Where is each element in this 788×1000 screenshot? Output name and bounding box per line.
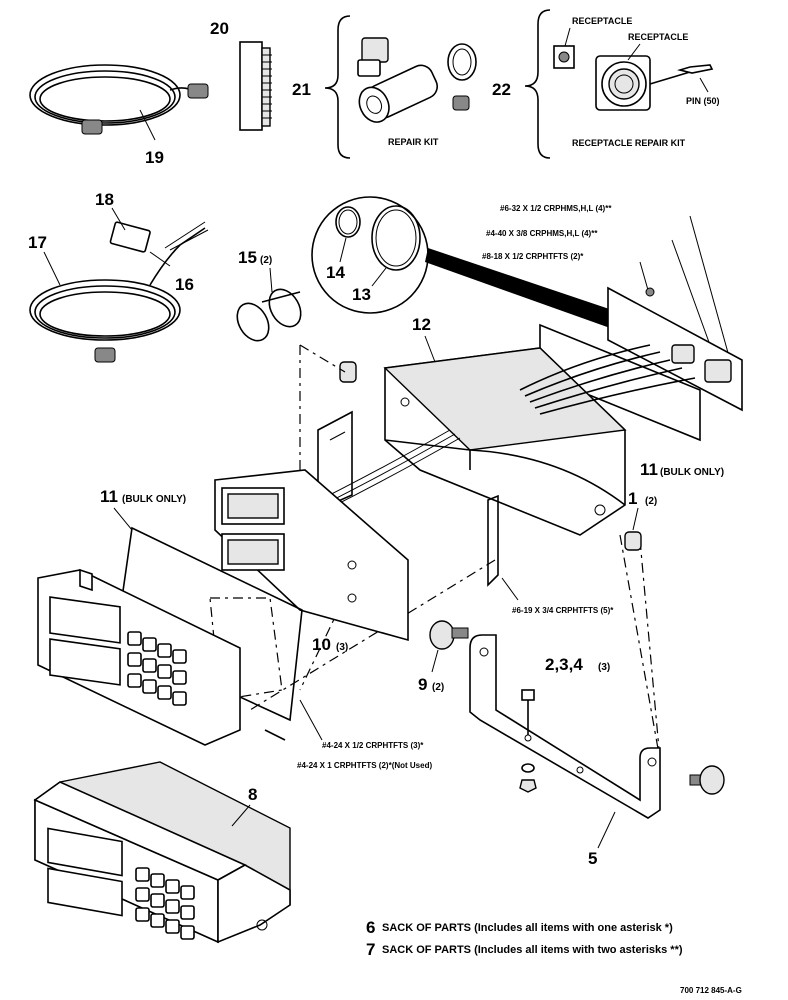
keypad-key <box>157 643 172 658</box>
note-6-text: SACK OF PARTS (Includes all items with o… <box>382 922 673 934</box>
keypad-key <box>180 885 195 900</box>
rear-panel <box>607 286 743 412</box>
receptacle-small-label: RECEPTACLE <box>572 16 632 26</box>
keypad-key <box>142 679 157 694</box>
keypad-key <box>165 899 180 914</box>
keypad-key <box>172 649 187 664</box>
callout-22: 22 <box>492 80 511 99</box>
keypad-key <box>172 691 187 706</box>
knob-9 <box>429 620 469 650</box>
callout-11-rear-qty: (BULK ONLY) <box>660 467 724 478</box>
display-board <box>209 469 409 701</box>
keypad-key <box>180 925 195 940</box>
front-keypad <box>127 631 187 706</box>
keypad-key <box>165 879 180 894</box>
hardware-label-6-19: #6-19 X 3/4 CRPHTFTS (5)* <box>512 606 614 615</box>
hardware-label-4-40: #4-40 X 3/8 CRPHMS,H,L (4)** <box>486 229 598 238</box>
keypad-key <box>157 685 172 700</box>
hardware-label-8-18: #8-18 X 1/2 CRPHTFTS (2)* <box>482 252 584 261</box>
keypad-key <box>135 887 150 902</box>
callout-2-3-4-qty: (3) <box>598 662 610 673</box>
keypad-key <box>142 658 157 673</box>
callout-15-qty: (2) <box>260 255 272 266</box>
keypad-key <box>150 873 165 888</box>
callout-11-front-qty: (BULK ONLY) <box>122 494 186 505</box>
receptacle-parts <box>553 27 714 111</box>
keypad-key <box>142 637 157 652</box>
callout-20: 20 <box>210 19 229 38</box>
keypad-key <box>127 652 142 667</box>
keypad-key <box>150 913 165 928</box>
callout-5: 5 <box>588 849 597 868</box>
callout-8: 8 <box>248 785 257 804</box>
keypad-key <box>127 673 142 688</box>
drawing-code: 700 712 845-A-G <box>680 986 742 995</box>
callout-1-qty: (2) <box>645 496 657 507</box>
keypad-key <box>180 905 195 920</box>
callout-12: 12 <box>412 315 431 334</box>
side-bracket <box>487 494 499 587</box>
complete-unit-8 <box>33 761 291 944</box>
callout-11-front: 11 <box>100 487 118 506</box>
note-6-number: 6 <box>366 918 375 937</box>
spacer-1 <box>624 531 642 551</box>
callout-21: 21 <box>292 80 311 99</box>
callout-13: 13 <box>352 285 371 304</box>
screw-washer-nut <box>519 689 537 793</box>
keypad-key <box>127 631 142 646</box>
keypad-key <box>165 919 180 934</box>
brace-22 <box>524 9 551 159</box>
unit-keypad <box>135 867 195 940</box>
callout-18: 18 <box>95 190 114 209</box>
callout-15: 15 <box>238 248 257 267</box>
spacer <box>339 361 357 383</box>
callout-2-3-4: 2,3,4 <box>545 655 583 674</box>
repair-kit-label: REPAIR KIT <box>388 137 439 147</box>
callout-11-rear: 11 <box>640 460 658 479</box>
keypad-key <box>172 670 187 685</box>
note-7-text: SACK OF PARTS (Includes all items with t… <box>382 944 683 956</box>
connector-strip-20 <box>239 41 272 131</box>
keypad-key <box>150 893 165 908</box>
cable-ties-15 <box>236 267 302 342</box>
callout-14: 14 <box>326 263 345 282</box>
receptacle-large-label: RECEPTACLE <box>628 32 688 42</box>
receptacle-repair-kit-label: RECEPTACLE REPAIR KIT <box>572 138 686 148</box>
note-7-number: 7 <box>366 940 375 959</box>
repair-kit-parts <box>357 37 477 123</box>
callout-16: 16 <box>175 275 194 294</box>
callout-17: 17 <box>28 233 47 252</box>
hardware-label-4-24-one: #4-24 X 1 CRPHTFTS (2)*(Not Used) <box>297 761 432 770</box>
callout-9-qty: (2) <box>432 682 444 693</box>
keypad-key <box>135 907 150 922</box>
callout-10-qty: (3) <box>336 642 348 653</box>
hardware-label-6-32: #6-32 X 1/2 CRPHMS,H,L (4)** <box>500 204 612 213</box>
callout-10: 10 <box>312 635 331 654</box>
coiled-cable-19 <box>29 64 209 141</box>
callout-19: 19 <box>145 148 164 167</box>
keypad-key <box>157 664 172 679</box>
callout-9: 9 <box>418 675 427 694</box>
magnifier-detail <box>311 196 648 338</box>
knob-right <box>689 765 725 795</box>
brace-21 <box>324 15 351 159</box>
pin-label: PIN (50) <box>686 96 720 106</box>
coiled-cable-17 <box>29 221 209 363</box>
callout-1: 1 <box>628 489 637 508</box>
keypad-key <box>135 867 150 882</box>
hardware-label-4-24-half: #4-24 X 1/2 CRPHTFTS (3)* <box>322 741 424 750</box>
